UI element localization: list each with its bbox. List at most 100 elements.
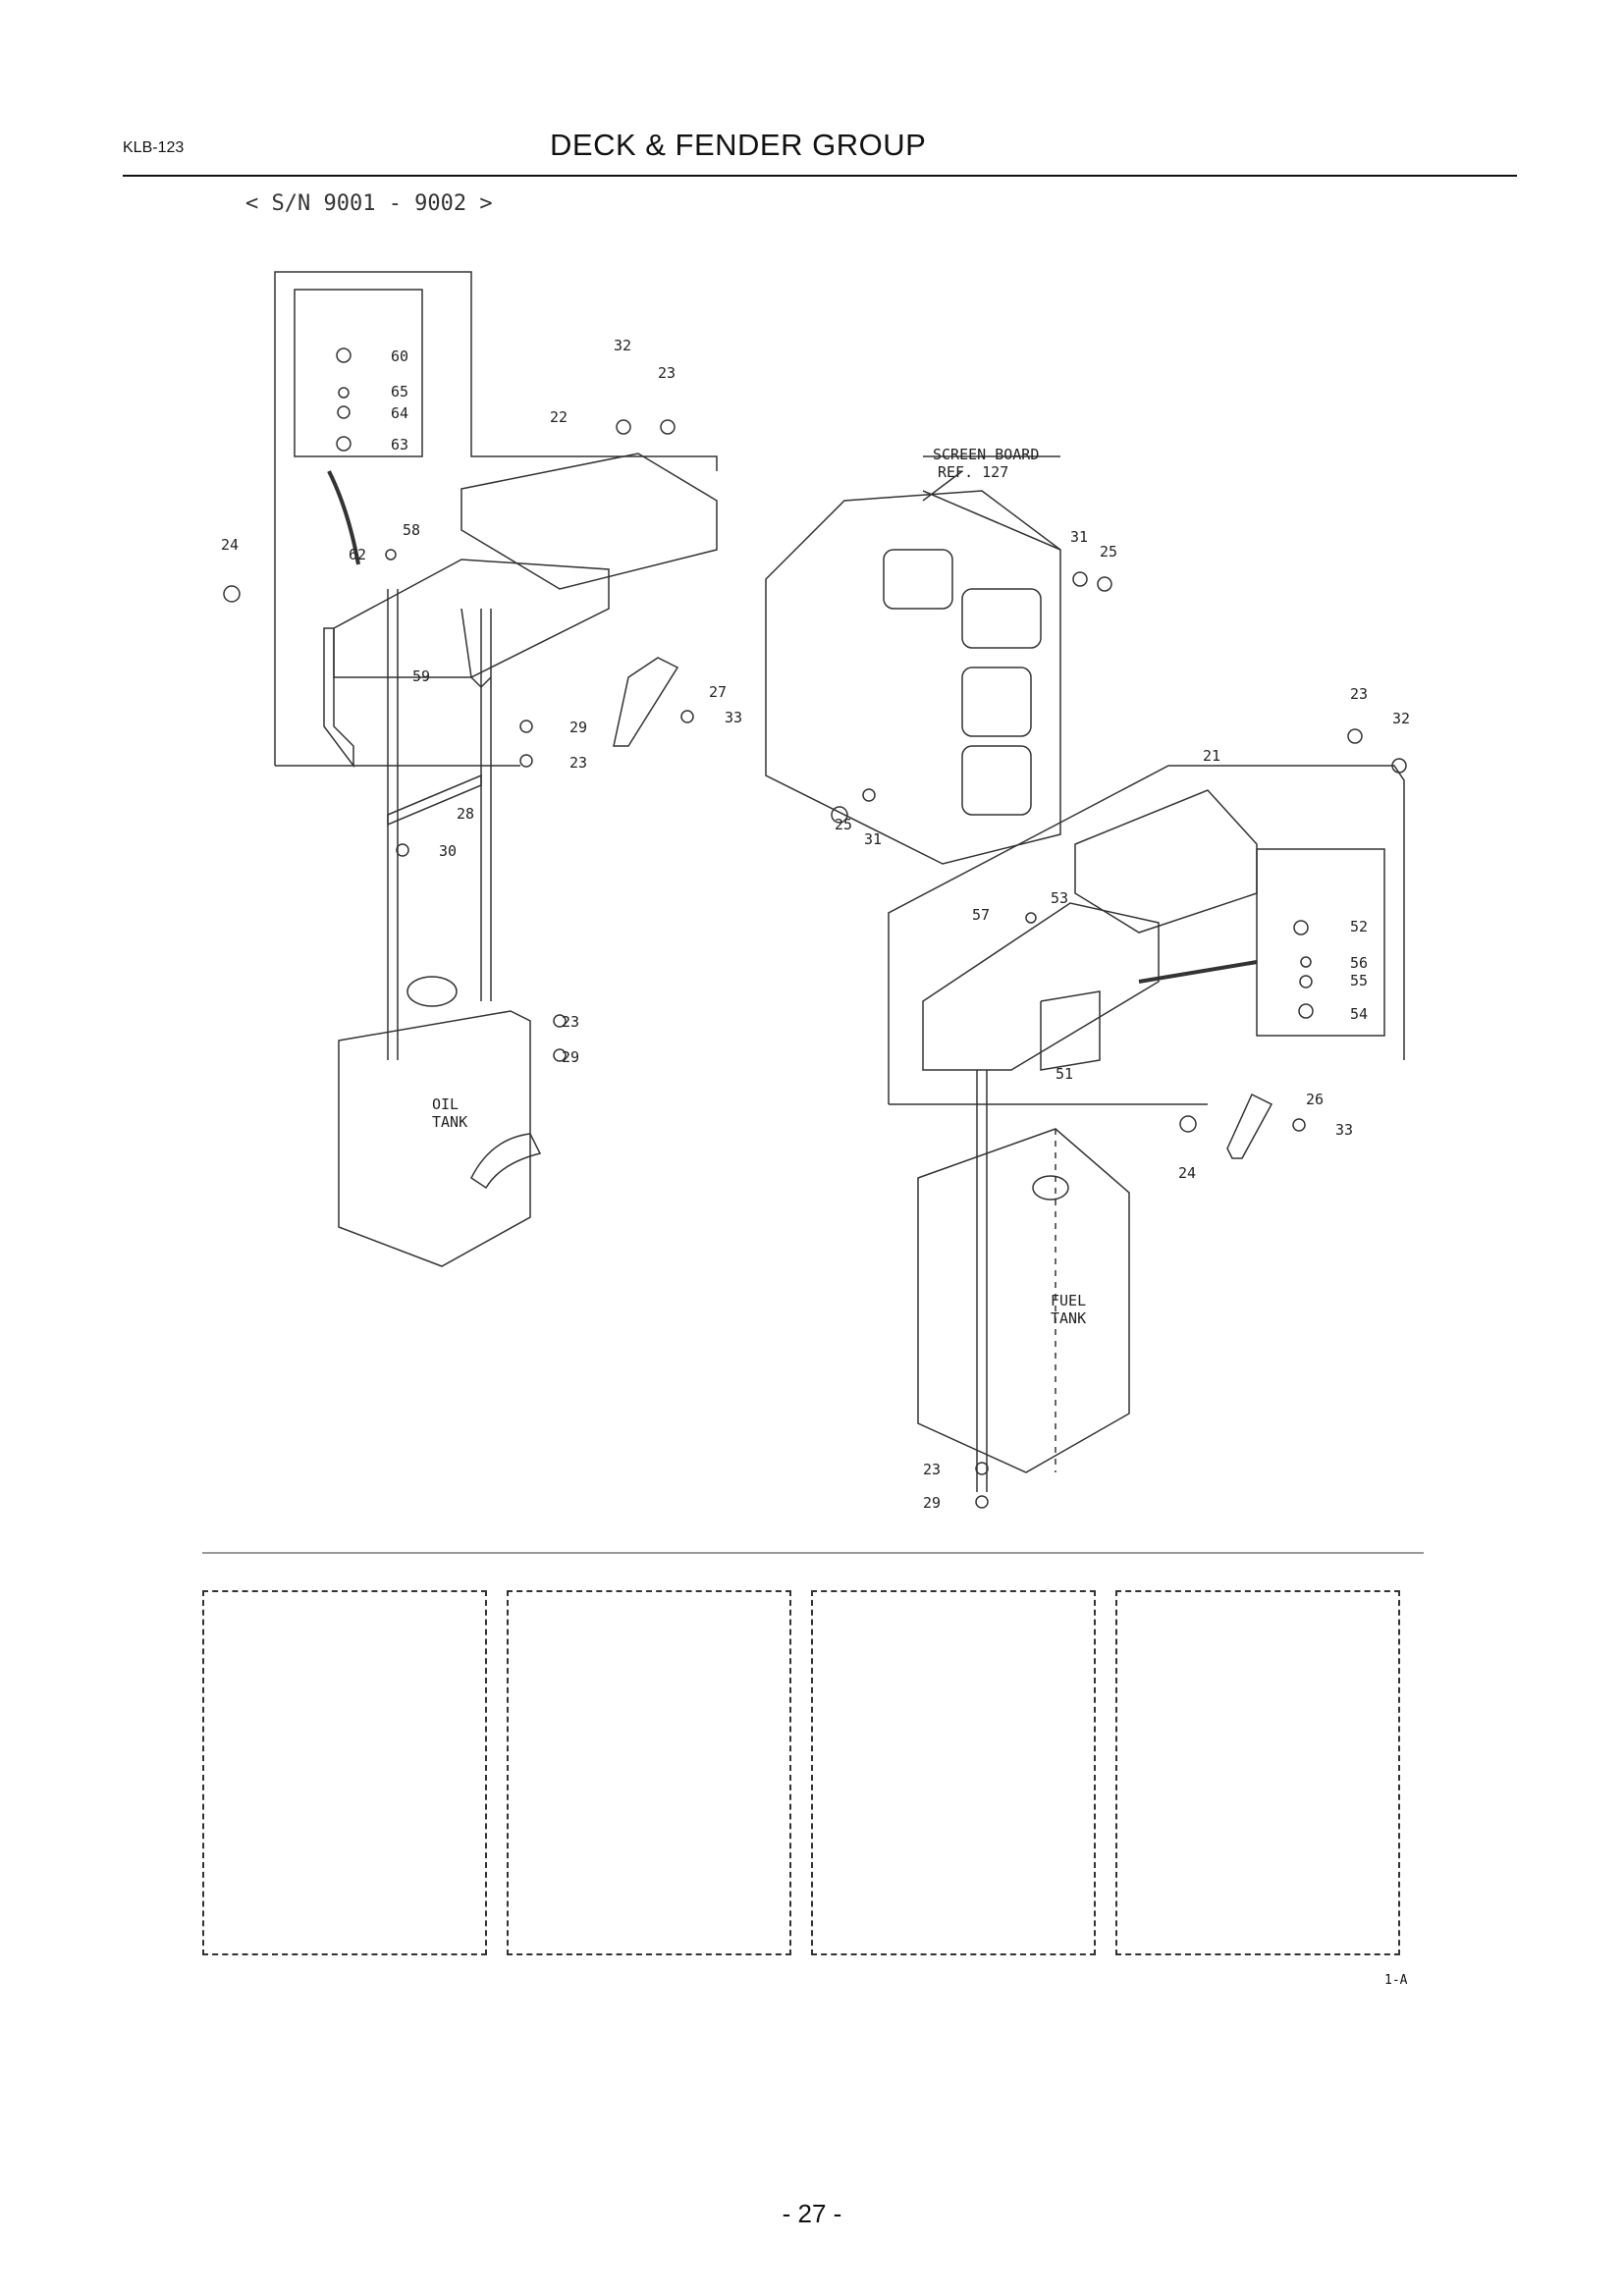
label-fuel-tank-line2: TANK <box>1051 1309 1086 1327</box>
washer-23 <box>975 1462 989 1475</box>
washer-23 <box>553 1014 567 1028</box>
right-deck-panel-51 <box>1040 990 1101 1071</box>
label-oil-tank-line1: OIL <box>432 1095 459 1113</box>
callout-55: 55 <box>1350 972 1368 989</box>
bolt-29 <box>975 1495 989 1509</box>
nut-31 <box>862 788 876 802</box>
callout-32: 32 <box>614 337 631 354</box>
bolt-29 <box>553 1048 567 1062</box>
bracket-26 <box>1226 1093 1273 1159</box>
callout-65: 65 <box>391 383 408 400</box>
detail-inset-left <box>294 289 423 457</box>
callout-23: 23 <box>658 364 676 382</box>
callout-23: 23 <box>1350 685 1368 703</box>
oil-tank <box>338 1010 531 1267</box>
label-fuel-tank-line1: FUEL <box>1051 1292 1086 1309</box>
bolt-62 <box>385 549 397 561</box>
washer-23 <box>1347 728 1363 744</box>
screen-board-opening <box>883 549 953 610</box>
note-panel <box>1115 1590 1400 1955</box>
nut-24 <box>223 585 241 603</box>
callout-23: 23 <box>562 1013 579 1031</box>
washer-23 <box>519 754 533 768</box>
left-deck-frame <box>274 271 718 766</box>
screen-board-opening <box>961 667 1032 737</box>
callout-56: 56 <box>1350 954 1368 972</box>
note-panel <box>202 1590 487 1955</box>
screen-board-opening <box>961 588 1042 649</box>
bolt-29 <box>519 720 533 733</box>
sheet-tag: 1-A <box>1384 1973 1408 1988</box>
callout-64: 64 <box>391 404 408 422</box>
callout-59: 59 <box>412 667 430 685</box>
bolt-54 <box>1298 1003 1314 1019</box>
callout-29: 29 <box>923 1494 941 1512</box>
callout-33: 33 <box>1335 1121 1353 1139</box>
callout-25: 25 <box>1100 543 1117 561</box>
screen-board-edge <box>922 490 1061 551</box>
nut-64 <box>337 405 351 419</box>
screen-board-frame <box>765 490 1061 865</box>
callout-62: 62 <box>349 546 366 563</box>
note-panel <box>507 1590 791 1955</box>
callout-57: 57 <box>972 906 990 924</box>
label-oil-tank-line2: TANK <box>432 1113 467 1131</box>
callout-31: 31 <box>864 830 882 848</box>
spacer-25 <box>1097 576 1112 592</box>
header-rule <box>123 175 1517 177</box>
nut-30 <box>396 843 409 857</box>
bolt-57 <box>1025 912 1037 924</box>
nut-31 <box>1072 571 1088 587</box>
detail-inset-right <box>1256 848 1385 1037</box>
page-title: DECK & FENDER GROUP <box>550 128 927 162</box>
nut-24 <box>1179 1115 1197 1133</box>
bolt-32 <box>1391 758 1407 774</box>
leader-screen-board <box>922 470 963 502</box>
screen-board-opening <box>961 745 1032 816</box>
callout-29: 29 <box>569 719 587 736</box>
callout-26: 26 <box>1306 1091 1324 1108</box>
spacer-25 <box>831 806 848 824</box>
note-panel <box>811 1590 1096 1955</box>
callout-52: 52 <box>1350 918 1368 935</box>
fuel-tank-filler-cap <box>1032 1175 1069 1201</box>
exploded-parts-diagram: SCREEN BOARD REF. 127 OIL TANK FUEL TANK… <box>202 271 1424 1554</box>
callout-23: 23 <box>569 754 587 772</box>
callout-28: 28 <box>457 805 474 823</box>
callout-63: 63 <box>391 436 408 454</box>
left-upper-deck-plate <box>460 453 718 590</box>
callout-24: 24 <box>1178 1164 1196 1182</box>
callout-24: 24 <box>221 536 239 554</box>
label-screen-board: SCREEN BOARD <box>933 446 1039 463</box>
bracket-27 <box>613 657 679 747</box>
callout-58: 58 <box>403 521 420 539</box>
callout-21: 21 <box>1203 747 1220 765</box>
callout-27: 27 <box>709 683 727 701</box>
diagram-text: SCREEN BOARD REF. 127 OIL TANK FUEL TANK… <box>221 337 1410 1512</box>
washer-23 <box>660 419 676 435</box>
left-lower-deck-plate <box>333 559 610 678</box>
left-deck-rib <box>460 608 492 689</box>
label-screen-board-ref: REF. 127 <box>938 463 1008 481</box>
fuel-tank <box>917 1128 1130 1473</box>
oil-tank-filler-cap <box>406 976 458 1007</box>
oil-tank-hose <box>470 1133 542 1190</box>
callout-23: 23 <box>923 1461 941 1478</box>
washer-56 <box>1300 956 1312 968</box>
inset-arrow-left <box>327 470 360 565</box>
nut-55 <box>1299 975 1313 988</box>
inset-arrow-right <box>1138 960 1258 984</box>
bolt-63 <box>336 436 352 452</box>
right-deck-frame <box>888 765 1405 1104</box>
nut-33 <box>680 710 694 723</box>
left-fender-side <box>323 627 354 769</box>
washer-65 <box>338 387 350 399</box>
document-code: KLB-123 <box>123 139 185 156</box>
callout-32: 32 <box>1392 710 1410 727</box>
bolt-32 <box>616 419 631 435</box>
callout-30: 30 <box>439 842 457 860</box>
right-lower-deck-plate <box>922 902 1160 1071</box>
callout-22: 22 <box>550 408 568 426</box>
serial-range: < S/N 9001 - 9002 > <box>245 191 493 216</box>
callout-29: 29 <box>562 1048 579 1066</box>
